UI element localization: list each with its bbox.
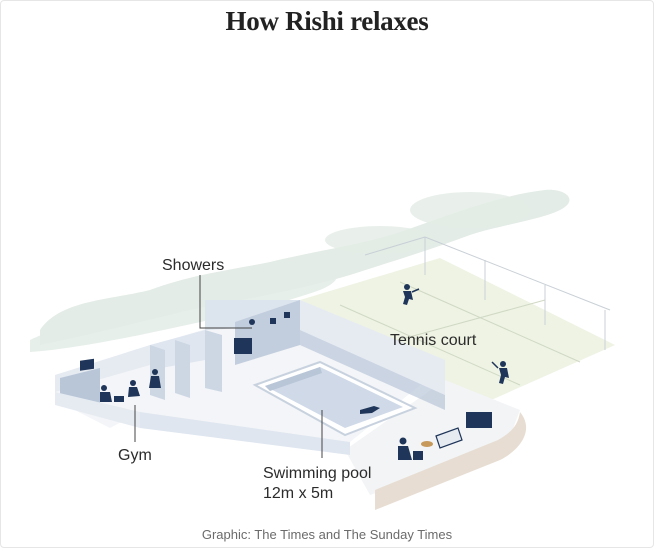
terrace-seating — [398, 412, 492, 460]
figures — [80, 284, 509, 460]
graphic-title: How Rishi relaxes — [225, 6, 429, 36]
tennis-court-label: Tennis court — [390, 332, 477, 349]
gym-equipment — [100, 369, 161, 402]
tennis-player-figure — [491, 361, 509, 384]
gym-tv — [80, 358, 94, 371]
tennis-court — [300, 236, 615, 405]
label-leaders — [134, 275, 323, 458]
tree-line — [30, 189, 570, 352]
gym-label: Gym — [118, 447, 152, 464]
swimmer-figure — [360, 406, 380, 414]
court-fence — [364, 236, 611, 350]
pool-house-building — [55, 300, 527, 510]
shower-units — [234, 312, 290, 354]
graphic-credit: Graphic: The Times and The Sunday Times — [201, 527, 453, 542]
tennis-player-figure — [403, 284, 420, 305]
swimming-pool-label: Swimming pool — [263, 465, 371, 482]
pool-size-label: 12m x 5m — [263, 485, 333, 502]
showers-label: Showers — [162, 257, 224, 274]
fire-pit — [421, 441, 433, 447]
